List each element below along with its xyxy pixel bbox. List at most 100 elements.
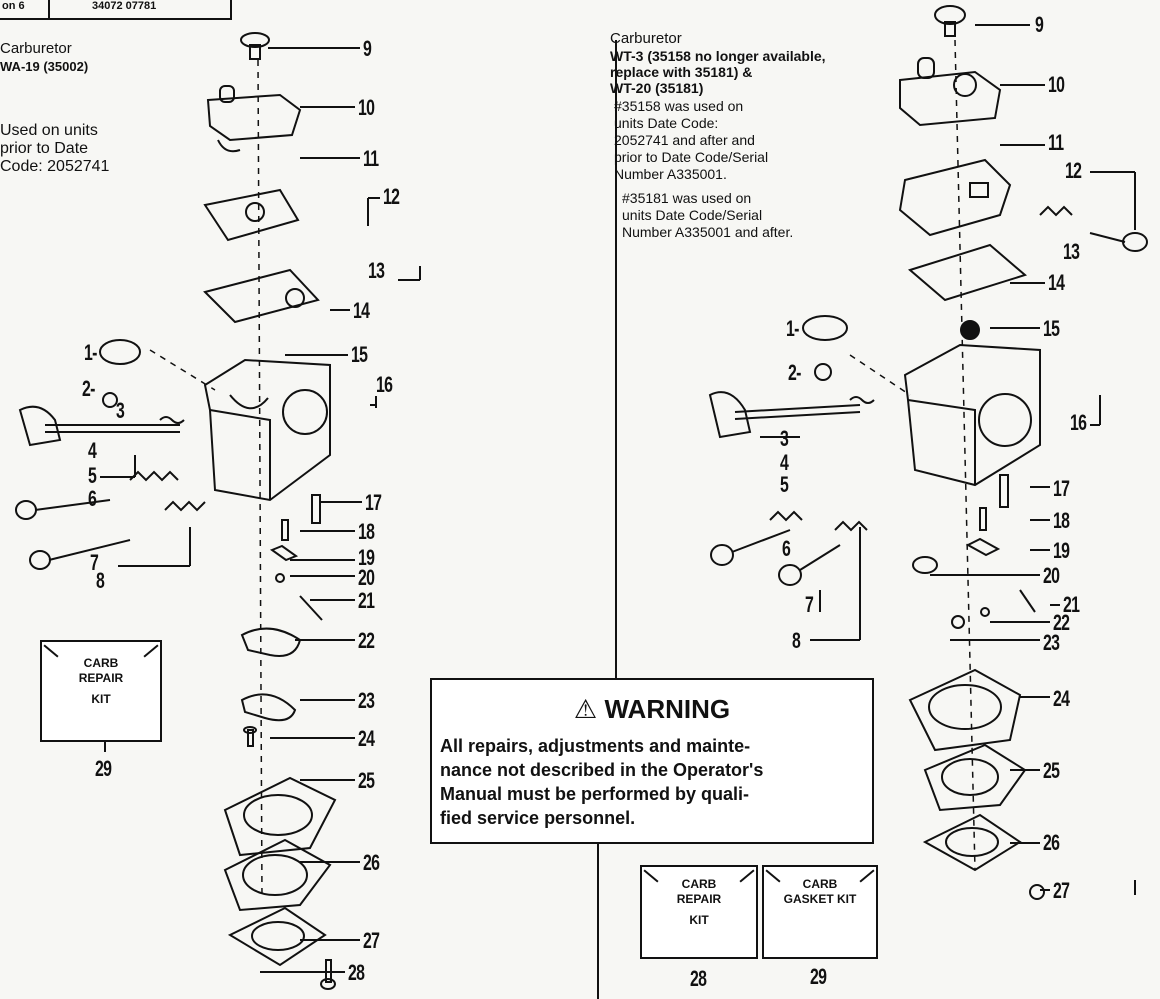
right-callout-20: 20	[1043, 563, 1060, 588]
left-callout-9: 9	[363, 36, 372, 61]
header-label-b: 34072 07781	[92, 0, 157, 12]
left-carb-model: WA-19 (35002)	[0, 59, 89, 74]
left-assembly	[15, 32, 421, 990]
right-callout-23: 23	[1043, 630, 1060, 655]
left-callout-10: 10	[358, 95, 375, 120]
left-callout-27: 27	[363, 928, 380, 953]
left-kit-line3: KIT	[91, 692, 111, 706]
right-assembly	[708, 5, 1148, 900]
left-callout-11: 11	[363, 146, 379, 171]
right-callout-19: 19	[1053, 538, 1070, 563]
right-model-line3: WT-20 (35181)	[610, 80, 704, 96]
right-callout-25: 25	[1043, 758, 1060, 783]
header-table: on 6 34072 07781	[0, 0, 232, 20]
right-callout-17: 17	[1053, 476, 1070, 501]
right-callout-27: 27	[1053, 878, 1070, 903]
left-carb-title: Carburetor	[0, 40, 72, 57]
warning-icon: ⚠	[573, 694, 598, 724]
warning-title: WARNING	[604, 694, 731, 724]
right-repair-kit-number: 28	[690, 966, 707, 991]
left-callout-12: 12	[383, 184, 400, 209]
warning-line2: nance not described in the Operator's	[440, 760, 764, 780]
left-callout-8: 8	[96, 568, 105, 593]
right-gasket-kit-line1: CARB	[802, 877, 838, 891]
right-note2-line2: units Date Code/Serial	[622, 207, 763, 223]
right-note1-line2: units Date Code:	[614, 115, 719, 131]
left-callout-18: 18	[358, 519, 375, 544]
right-callout-16: 16	[1070, 410, 1087, 435]
right-note2-line1: #35181 was used on	[622, 190, 752, 206]
left-callout-3: 3	[116, 398, 125, 423]
right-callout-1: 1-	[786, 316, 799, 341]
left-callout-2: 2-	[82, 376, 95, 401]
left-kit-number: 29	[95, 756, 112, 781]
left-callout-21: 21	[358, 588, 375, 613]
right-callout-9: 9	[1035, 12, 1044, 37]
left-callout-7: 7	[90, 550, 99, 575]
warning-box: ⚠ WARNING All repairs, adjustments and m…	[430, 678, 874, 844]
right-callout-22: 22	[1053, 610, 1070, 635]
left-callout-17: 17	[365, 490, 382, 515]
warning-line1: All repairs, adjustments and mainte-	[440, 736, 751, 756]
left-callout-23: 23	[358, 688, 375, 713]
left-note-line1: Used on units	[0, 122, 98, 139]
right-callout-13: 13	[1063, 239, 1080, 264]
left-callout-26: 26	[363, 850, 380, 875]
left-callout-28: 28	[348, 960, 365, 985]
right-callout-6: 6	[782, 536, 791, 561]
right-note1-line4: prior to Date Code/Serial	[614, 149, 769, 165]
right-repair-kit-line1: CARB	[681, 877, 717, 891]
right-callout-21: 21	[1063, 592, 1080, 617]
header-divider	[48, 0, 50, 18]
left-callout-14: 14	[353, 298, 370, 323]
right-gasket-kit-line2: GASKET KIT	[783, 892, 857, 906]
right-repair-kit-line3: KIT	[689, 913, 709, 927]
left-callout-25: 25	[358, 768, 375, 793]
warning-heading: ⚠ WARNING	[432, 694, 872, 725]
right-callout-14: 14	[1048, 270, 1065, 295]
right-carb-title: Carburetor	[610, 30, 682, 47]
center-divider-lower	[597, 840, 599, 999]
left-callout-5: 5	[88, 463, 97, 488]
left-kit-line1: CARB	[83, 656, 119, 670]
left-callout-15: 15	[351, 342, 368, 367]
center-divider	[615, 40, 617, 680]
right-callout-11: 11	[1048, 130, 1064, 155]
right-gasket-kit-number: 29	[810, 964, 827, 989]
left-note-line2: prior to Date	[0, 140, 89, 157]
right-callout-10: 10	[1048, 72, 1065, 97]
right-callout-2: 2-	[788, 360, 801, 385]
right-callout-5: 5	[780, 472, 789, 497]
right-carb-repair-kit: CARB REPAIR KIT	[640, 865, 758, 959]
warning-line3: Manual must be performed by quali-	[440, 784, 750, 804]
left-callout-1: 1-	[84, 340, 97, 365]
right-callout-12: 12	[1065, 158, 1082, 183]
right-model-line1: WT-3 (35158 no longer available,	[610, 48, 826, 64]
left-callout-22: 22	[358, 628, 375, 653]
left-callout-13: 13	[368, 258, 385, 283]
right-model-line2: replace with 35181) &	[610, 64, 753, 80]
right-callout-15: 15	[1043, 316, 1060, 341]
left-callout-16: 16	[376, 372, 393, 397]
right-callout-4: 4	[780, 450, 789, 475]
right-note1-line5: Number A335001.	[614, 166, 727, 182]
header-label-a: on 6	[2, 0, 25, 12]
right-callout-3: 3	[780, 426, 789, 451]
right-note1-line1: #35158 was used on	[614, 98, 744, 114]
right-callout-24: 24	[1053, 686, 1070, 711]
right-repair-kit-line2: REPAIR	[676, 892, 722, 906]
right-callout-8: 8	[792, 628, 801, 653]
left-callout-24: 24	[358, 726, 375, 751]
left-note-line3: Code: 2052741	[0, 158, 110, 175]
left-callout-20: 20	[358, 565, 375, 590]
right-note2-line3: Number A335001 and after.	[622, 224, 794, 240]
right-callout-7: 7	[805, 592, 814, 617]
right-callout-26: 26	[1043, 830, 1060, 855]
right-callout-18: 18	[1053, 508, 1070, 533]
right-carb-gasket-kit: CARB GASKET KIT	[762, 865, 878, 959]
left-callout-4: 4	[88, 438, 97, 463]
warning-line4: fied service personnel.	[440, 808, 636, 828]
right-note1-line3: 2052741 and after and	[614, 132, 755, 148]
left-kit-line2: REPAIR	[78, 671, 124, 685]
